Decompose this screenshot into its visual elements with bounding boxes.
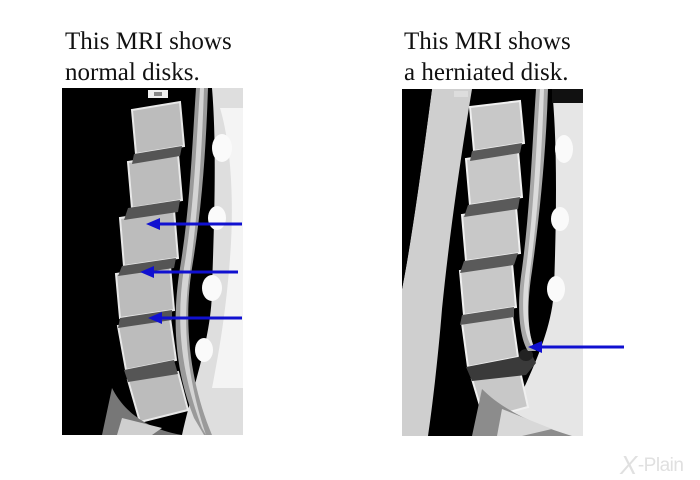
caption-line: normal disks.: [65, 59, 200, 86]
logo-text: -Plain: [637, 455, 684, 476]
mri-spine-illustration: [402, 89, 583, 436]
caption-line: This MRI shows: [65, 28, 232, 55]
mri-image-normal: [62, 88, 243, 435]
xplain-logo: X-Plain: [620, 447, 684, 480]
caption-herniated-disk: This MRI shows a herniated disk.: [404, 26, 634, 88]
mri-spine-illustration: [62, 88, 243, 435]
logo-mark: X: [620, 450, 637, 480]
caption-line: This MRI shows: [404, 28, 571, 55]
mri-image-herniated: [402, 89, 583, 436]
caption-line: a herniated disk.: [404, 59, 569, 86]
caption-normal-disks: This MRI shows normal disks.: [65, 26, 295, 88]
